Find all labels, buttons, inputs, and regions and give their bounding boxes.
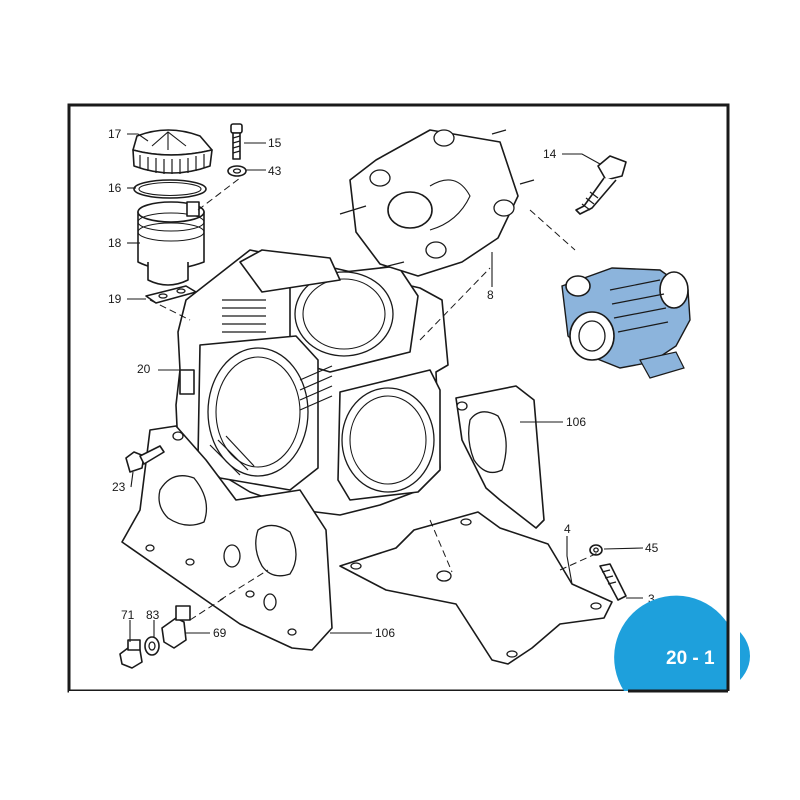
part-20-pump-body[interactable]: [175, 249, 449, 516]
part-69-elbow-fitting[interactable]: [161, 605, 191, 649]
callout-18: 18: [108, 236, 122, 250]
callout-17: 17: [108, 127, 122, 141]
part-45-nut[interactable]: [589, 544, 603, 556]
part-23-bolt[interactable]: [125, 445, 165, 473]
page-number: 20 - 1: [666, 648, 715, 669]
callout-20: 20: [137, 362, 151, 376]
callout-14: 14: [543, 147, 557, 161]
callout-23: 23: [112, 480, 126, 494]
part-8-pump-head[interactable]: [339, 129, 535, 277]
part-4-base-plate[interactable]: [339, 511, 613, 665]
part-18-reservoir-body[interactable]: [137, 201, 205, 286]
callout-106-bottom: 106: [375, 626, 395, 640]
part-17-reservoir-cap[interactable]: [132, 129, 213, 174]
callout-15: 15: [268, 136, 282, 150]
part-14-bolt[interactable]: [575, 155, 627, 215]
callout-3: 3: [648, 592, 655, 606]
callout-19: 19: [108, 292, 122, 306]
part-43-washer[interactable]: [227, 165, 247, 177]
page-number-badge: 20 - 1: [69, 595, 750, 701]
callout-16: 16: [108, 181, 122, 195]
callout-43: 43: [268, 164, 282, 178]
part-71-drain-plug[interactable]: [119, 639, 143, 669]
part-15-screw[interactable]: [230, 123, 243, 160]
part-16-o-ring[interactable]: [133, 179, 207, 199]
callout-4: 4: [564, 522, 571, 536]
leader-lines: [127, 133, 644, 642]
part-106-right-bracket[interactable]: [455, 385, 545, 529]
part-106-bottom-bracket[interactable]: [121, 425, 333, 651]
callout-8: 8: [487, 288, 494, 302]
part-3-stud[interactable]: [599, 563, 627, 601]
callout-69: 69: [213, 626, 227, 640]
assembled-pump-thumbnail: [561, 267, 691, 379]
callout-106-right: 106: [566, 415, 586, 429]
part-83-seal-ring[interactable]: [144, 636, 160, 656]
callout-45: 45: [645, 541, 659, 555]
callout-83: 83: [146, 608, 160, 622]
assembly-axes: [149, 177, 601, 621]
callout-labels: 17 15 43 16 18 19 20 23 8 14 106 106 4 4…: [108, 127, 659, 640]
callout-71: 71: [121, 608, 135, 622]
